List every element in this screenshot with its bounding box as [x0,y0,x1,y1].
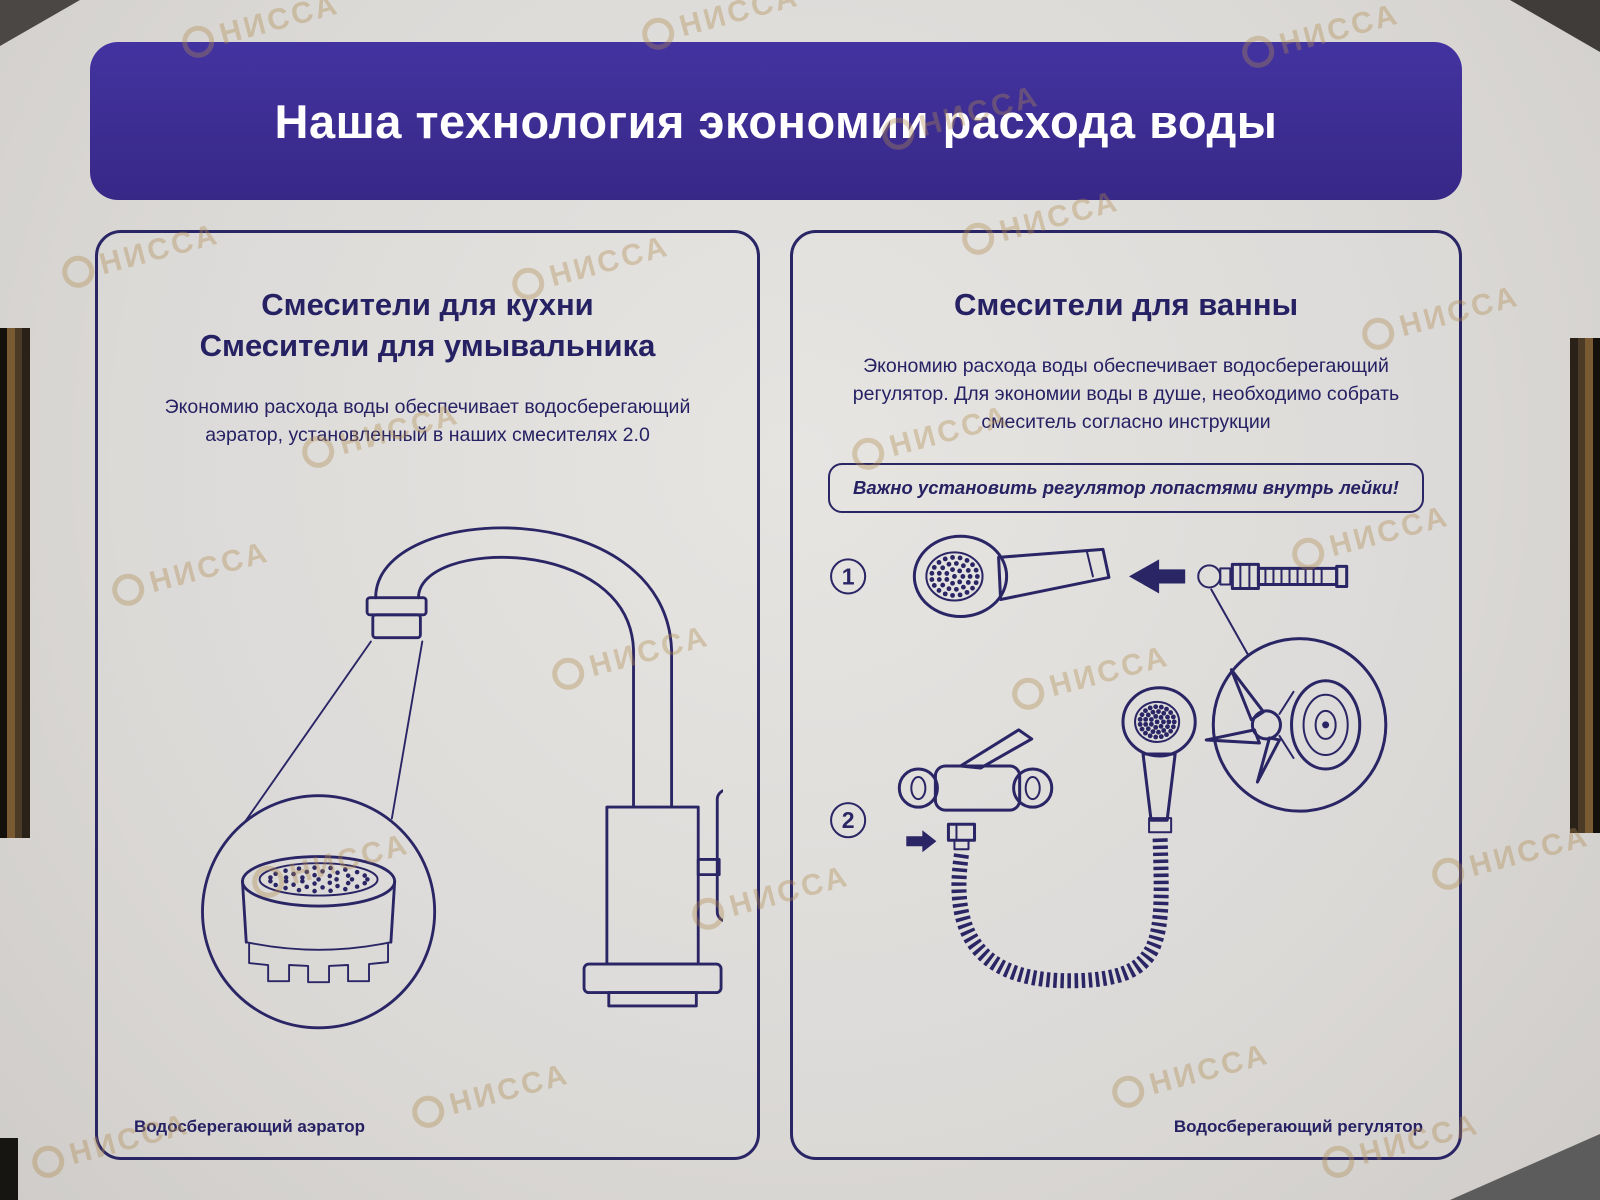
callout-line-left [243,640,372,823]
left-panel-title-line2: Смесители для умывальника [199,327,656,363]
faucet-body [604,805,700,966]
faucet-base-foot [606,991,698,1008]
mixer-ear-left-inner [910,775,927,800]
mixer-ear-right-inner [1024,775,1041,800]
photo-corner-bottom-left [0,1138,18,1200]
page-title: Наша технология экономии расхода воды [274,94,1278,148]
aerator-screen-rim [258,862,379,897]
regulator-stem [1219,567,1232,586]
faucet-base [582,962,722,995]
insert-arrow-icon [1129,559,1186,594]
mixer-hose-nut [946,822,977,842]
left-panel-title-line1: Смесители для кухни [261,287,594,322]
shower-head-2-dots [1137,704,1177,740]
shower-handle-2 [1141,752,1177,822]
cardboard-edge-right [1570,338,1600,833]
hose-end-cap [1335,564,1349,588]
mixer-ear-left [897,767,939,809]
right-footer-label: Водосберегающий регулятор [1173,1117,1423,1136]
regulator-piece [1197,564,1222,589]
step1-number: 1 [842,563,855,589]
aerator-castellation [247,943,389,984]
regulator-side-line1 [1278,690,1295,715]
regulator-callout-line [1210,588,1249,655]
right-panel-description: Экономию расхода воды обеспечивает водос… [852,354,1400,434]
regulator-hub [1250,709,1282,741]
regulator-disc-inner [1314,709,1337,740]
aerator-screen-dots [267,865,370,894]
step2-number-circle [830,801,867,838]
faucet-nozzle [370,613,422,640]
regulator-side-line2 [1278,734,1295,759]
panel-kitchen-faucets: Смесители для кухни Смесители для умывал… [95,230,760,1160]
faucet-spout-outer [373,526,673,809]
mixer-body [933,764,1022,812]
shower-assembly-diagram: 1 [830,534,1388,988]
aerator-band [244,941,392,952]
aerator-side-right [388,880,396,944]
regulator-magnifier-circle [1211,636,1388,813]
shower-handle-1-joint [1085,550,1094,578]
callout-line-right [390,640,423,820]
connect-arrow-icon [906,829,937,852]
aerator-side-left [240,880,248,944]
faucet-spout-inner [416,556,635,809]
regulator-blade-left [1204,728,1261,745]
shower-head-2 [1121,685,1197,758]
hose-nut [1230,562,1260,590]
right-panel-title: Смесители для ванны [953,287,1299,322]
step2-number: 2 [842,807,855,833]
regulator-blade-top [1229,667,1265,722]
shower-2-hose-nut [1148,816,1173,833]
faucet-nozzle-top [365,596,428,617]
regulator-disc-center [1322,721,1330,729]
title-banner: Наша технология экономии расхода воды [90,42,1462,200]
important-note-box: Важно установить регулятор лопастями вну… [828,462,1424,513]
mixer-hose-stem [953,838,970,850]
flex-hose [951,837,1169,988]
kitchen-faucet-diagram [200,526,723,1030]
shower-handle-1 [997,547,1111,601]
shower-head-1 [912,534,1009,618]
left-panel-title: Смесители для кухни Смесители для умывал… [98,285,757,367]
mixer-ear-right [1012,767,1054,809]
mixer-lever [958,728,1034,770]
faucet-handle-pivot [696,858,721,877]
shower-head-1-dots [929,554,980,598]
left-footer-label: Водосберегающий аэратор [134,1117,365,1136]
shower-head-2-face [1134,700,1181,743]
shower-head-1-face [925,551,984,602]
aerator-magnifier-circle [200,794,436,1030]
panel-bath-faucets: Смесители для ванны Экономию расхода вод… [790,230,1462,1160]
left-panel-description: Экономию расхода воды обеспечивает водос… [164,395,691,447]
regulator-disc-outer [1290,678,1362,771]
regulator-disc-mid [1302,693,1349,756]
regulator-blade-bottom [1255,736,1281,784]
faucet-handle-lever [715,789,723,923]
step1-number-circle [830,558,867,595]
cardboard-edge-left [0,328,30,838]
